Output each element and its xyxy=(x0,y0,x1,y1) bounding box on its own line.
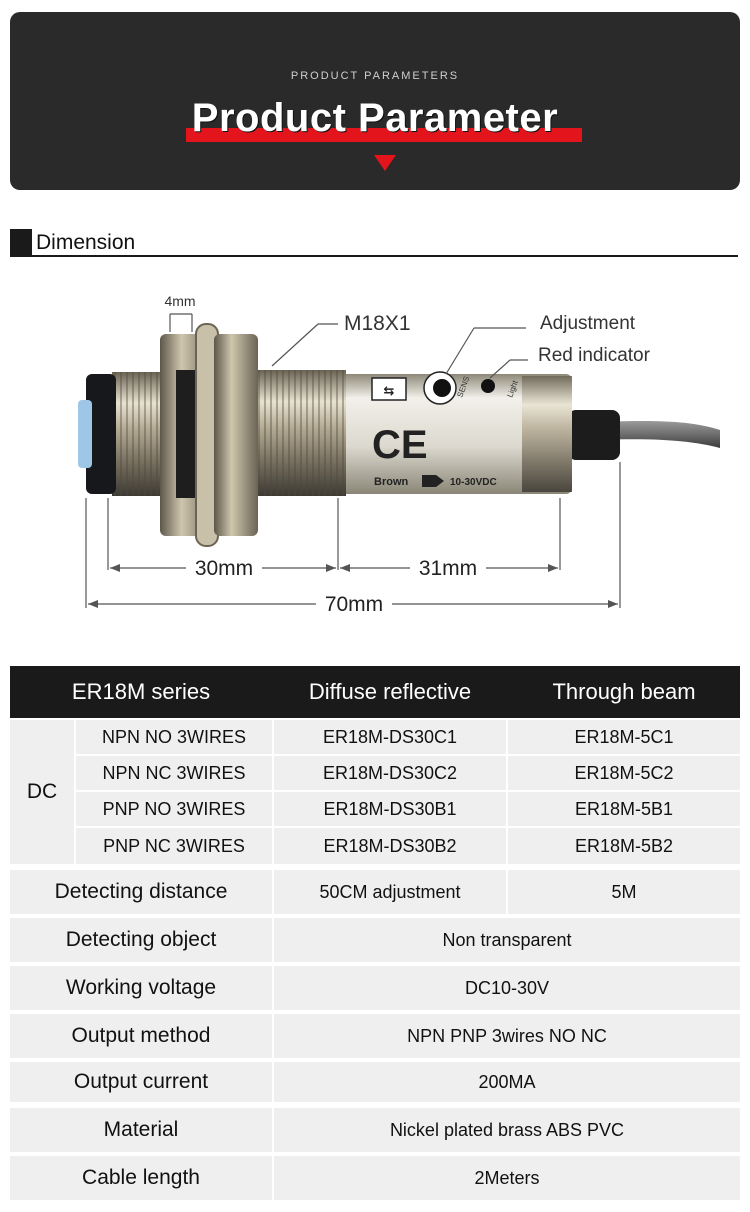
spec-value: DC10-30V xyxy=(274,966,740,1010)
dimension-heading-label: Dimension xyxy=(36,231,136,254)
heading-underline xyxy=(10,255,738,257)
dimension-arrows xyxy=(88,564,618,608)
svg-text:⇆: ⇆ xyxy=(384,383,395,398)
banner-arrow-icon xyxy=(374,155,396,171)
banner-title: Product Parameter xyxy=(191,96,559,140)
table-header: ER18M series Diffuse reflective Through … xyxy=(10,666,740,718)
through-model-cell: ER18M-5B1 xyxy=(508,792,740,826)
thread-gap-label: 4mm xyxy=(164,293,195,309)
dimension-heading: Dimension xyxy=(10,229,738,257)
brown-wire-arrow-icon xyxy=(422,475,444,487)
sensor-body xyxy=(340,374,572,494)
spec-value: 200MA xyxy=(274,1062,740,1102)
brown-wire-voltage: 10-30VDC xyxy=(450,477,497,488)
through-model-cell: ER18M-5C2 xyxy=(508,756,740,790)
indicator-led-icon xyxy=(481,379,495,393)
wiring-cell: NPN NC 3WIRES xyxy=(76,756,272,790)
thread-size-label: M18X1 xyxy=(344,312,411,335)
adjustment-label: Adjustment xyxy=(540,313,636,334)
spec-value: NPN PNP 3wires NO NC xyxy=(274,1014,740,1058)
length-70mm: 70mm xyxy=(325,593,383,616)
through-model-cell: ER18M-5B2 xyxy=(508,828,740,864)
through-model-cell: ER18M-5C1 xyxy=(508,720,740,754)
header-through: Through beam xyxy=(552,679,696,704)
spec-label: Cable length xyxy=(10,1156,272,1200)
length-30mm: 30mm xyxy=(195,557,253,580)
direction-mark-icon xyxy=(371,377,407,401)
red-indicator-label: Red indicator xyxy=(538,345,651,366)
hex-nut-2 xyxy=(214,334,258,536)
spec-label: Output current xyxy=(10,1062,272,1102)
diffuse-model-cell: ER18M-DS30C1 xyxy=(274,720,506,754)
lens-icon xyxy=(78,400,92,468)
sensor-dimension-diagram: ⇆ SENS Light CE Brown 10-30VDC xyxy=(0,270,750,640)
wiring-cell: PNP NC 3WIRES xyxy=(76,828,272,864)
distance-through-value: 5M xyxy=(508,870,740,914)
banner-subtitle: PRODUCT PARAMETERS xyxy=(290,70,460,82)
cable-gland xyxy=(568,410,620,460)
spec-label: Detecting distance xyxy=(10,870,272,914)
heading-block-icon xyxy=(10,229,32,257)
dc-label: DC xyxy=(10,720,74,864)
diffuse-model-cell: ER18M-DS30C2 xyxy=(274,756,506,790)
distance-diffuse-value: 50CM adjustment xyxy=(274,870,506,914)
diffuse-model-cell: ER18M-DS30B1 xyxy=(274,792,506,826)
lens-cap xyxy=(86,374,116,494)
spec-label: Detecting object xyxy=(10,918,272,962)
cable xyxy=(600,420,720,448)
spec-label: Material xyxy=(10,1108,272,1152)
brown-wire-label: Brown xyxy=(374,476,409,488)
body-end-cap xyxy=(522,376,572,492)
header-diffuse: Diffuse reflective xyxy=(308,679,472,704)
spec-value: 2Meters xyxy=(274,1156,740,1200)
length-31mm: 31mm xyxy=(419,557,477,580)
spec-value: Non transparent xyxy=(274,918,740,962)
header-banner: PRODUCT PARAMETERS Product Parameter xyxy=(10,12,740,190)
sensor-diagram-svg: ⇆ SENS Light CE Brown 10-30VDC xyxy=(78,293,720,616)
diffuse-model-cell: ER18M-DS30B2 xyxy=(274,828,506,864)
spec-value: Nickel plated brass ABS PVC xyxy=(274,1108,740,1152)
spec-label: Output method xyxy=(10,1014,272,1058)
wiring-cell: PNP NO 3WIRES xyxy=(76,792,272,826)
wiring-cell: NPN NO 3WIRES xyxy=(76,720,272,754)
banner-red-bar xyxy=(186,128,582,142)
header-series: ER18M series xyxy=(71,679,211,704)
ce-mark: CE xyxy=(372,423,428,467)
spec-label: Working voltage xyxy=(10,966,272,1010)
